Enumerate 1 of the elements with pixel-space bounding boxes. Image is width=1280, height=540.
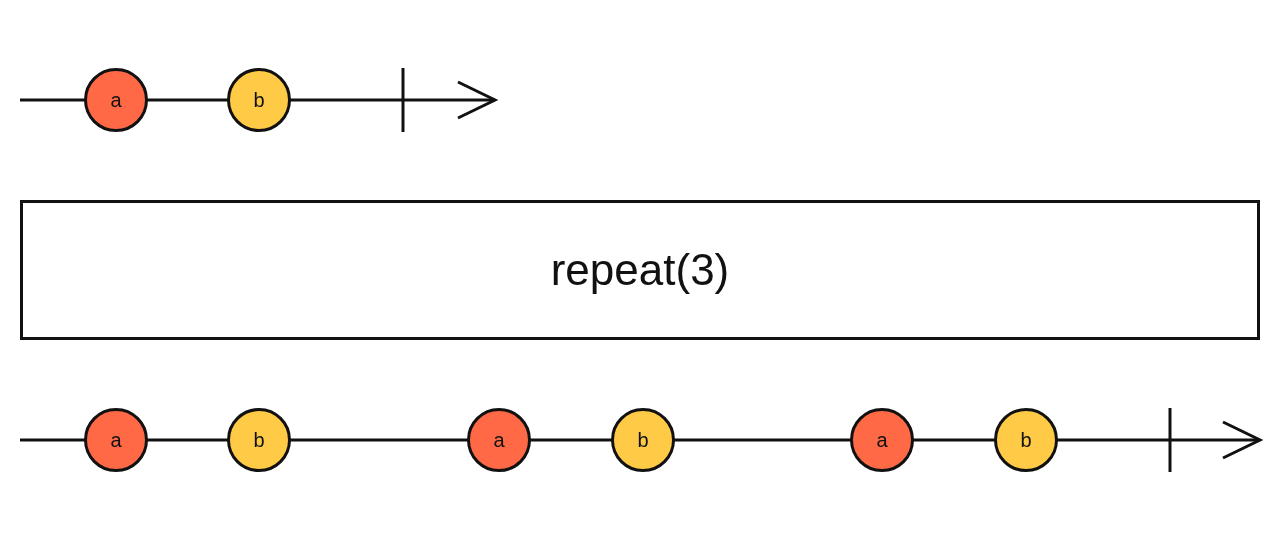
operator-box: repeat(3) [20,200,1260,340]
